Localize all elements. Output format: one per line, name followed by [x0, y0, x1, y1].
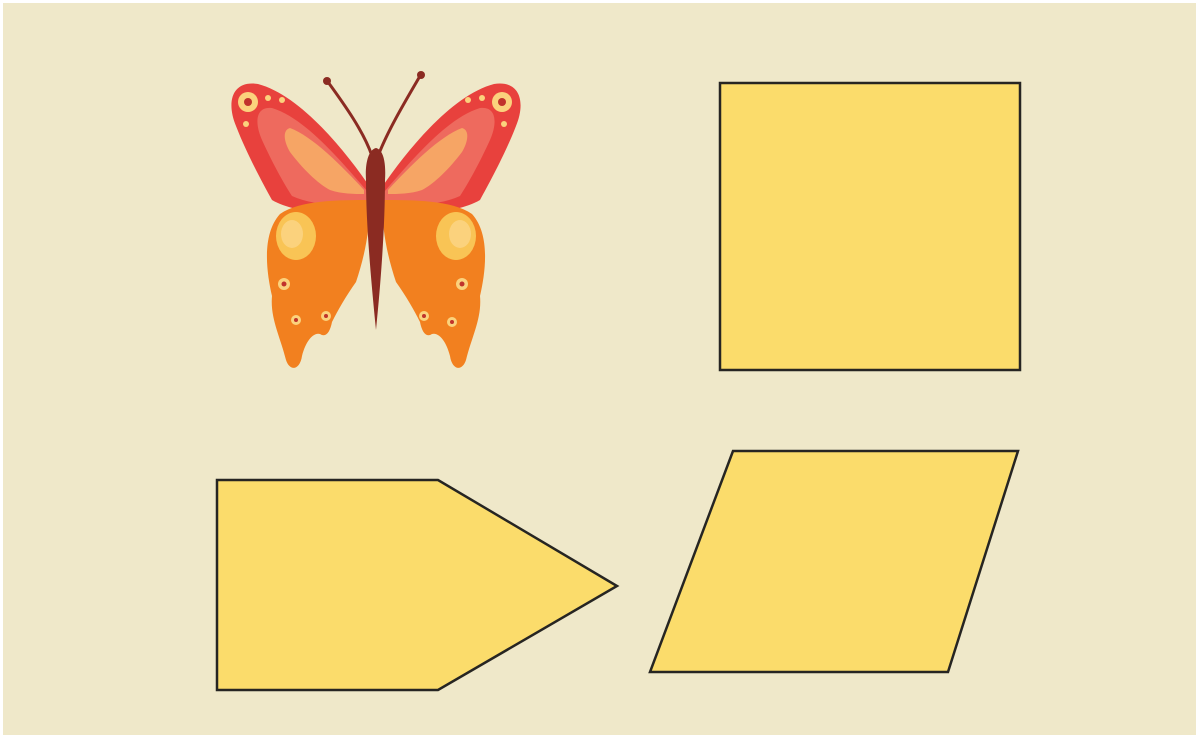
butterfly-left-lower-dot-2-center	[294, 318, 298, 322]
butterfly-left-dot-3	[243, 121, 249, 127]
butterfly-right-lower-dot-3-center	[422, 314, 426, 318]
butterfly-right-dot-3	[501, 121, 507, 127]
butterfly-right-lower-dot-2-center	[450, 320, 454, 324]
butterfly-right-antenna-tip	[417, 71, 425, 79]
square-shape	[720, 83, 1020, 370]
butterfly-left-lower-dot-3-center	[324, 314, 328, 318]
butterfly-left-light-spot-core	[281, 220, 303, 248]
butterfly-right-lower-dot-1-center	[460, 282, 465, 287]
butterfly-right-dot-1	[479, 95, 485, 101]
butterfly-left-eyespot-center	[244, 98, 252, 106]
butterfly-left-antenna-tip	[323, 77, 331, 85]
butterfly-left-dot-1	[265, 95, 271, 101]
butterfly-left-dot-2	[279, 97, 285, 103]
butterfly-right-eyespot-center	[498, 98, 506, 106]
butterfly-left-lower-dot-1-center	[282, 282, 287, 287]
butterfly-right-light-spot-core	[449, 220, 471, 248]
butterfly-right-dot-2	[465, 97, 471, 103]
